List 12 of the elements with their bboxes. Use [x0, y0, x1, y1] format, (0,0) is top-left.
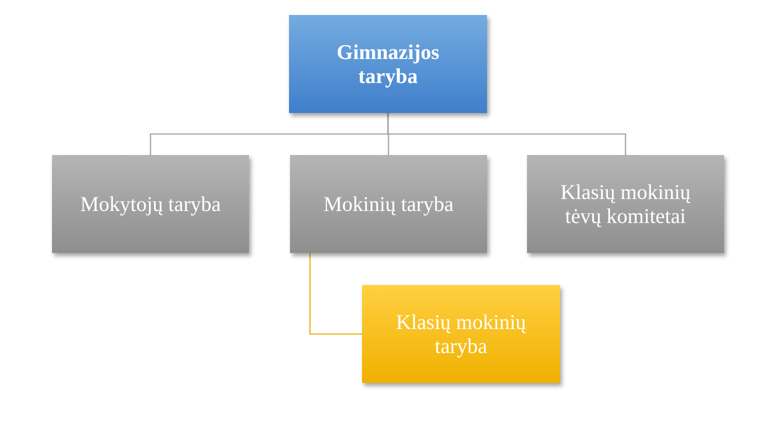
box-label: Klasių mokinių tėvų komitetai: [559, 180, 692, 228]
box-label: Mokinių taryba: [323, 192, 454, 216]
org-box: [289, 15, 487, 113]
connector-line: [309, 253, 362, 335]
connector-line: [387, 113, 626, 155]
org-box: [52, 155, 249, 253]
box-label: Klasių mokinių taryba: [394, 310, 528, 358]
org-box: [362, 285, 560, 383]
org-box: [527, 155, 724, 253]
box-label: Mokytojų taryba: [80, 192, 221, 216]
org-box: [290, 155, 487, 253]
box-label: Gimnazijos taryba: [336, 40, 440, 88]
